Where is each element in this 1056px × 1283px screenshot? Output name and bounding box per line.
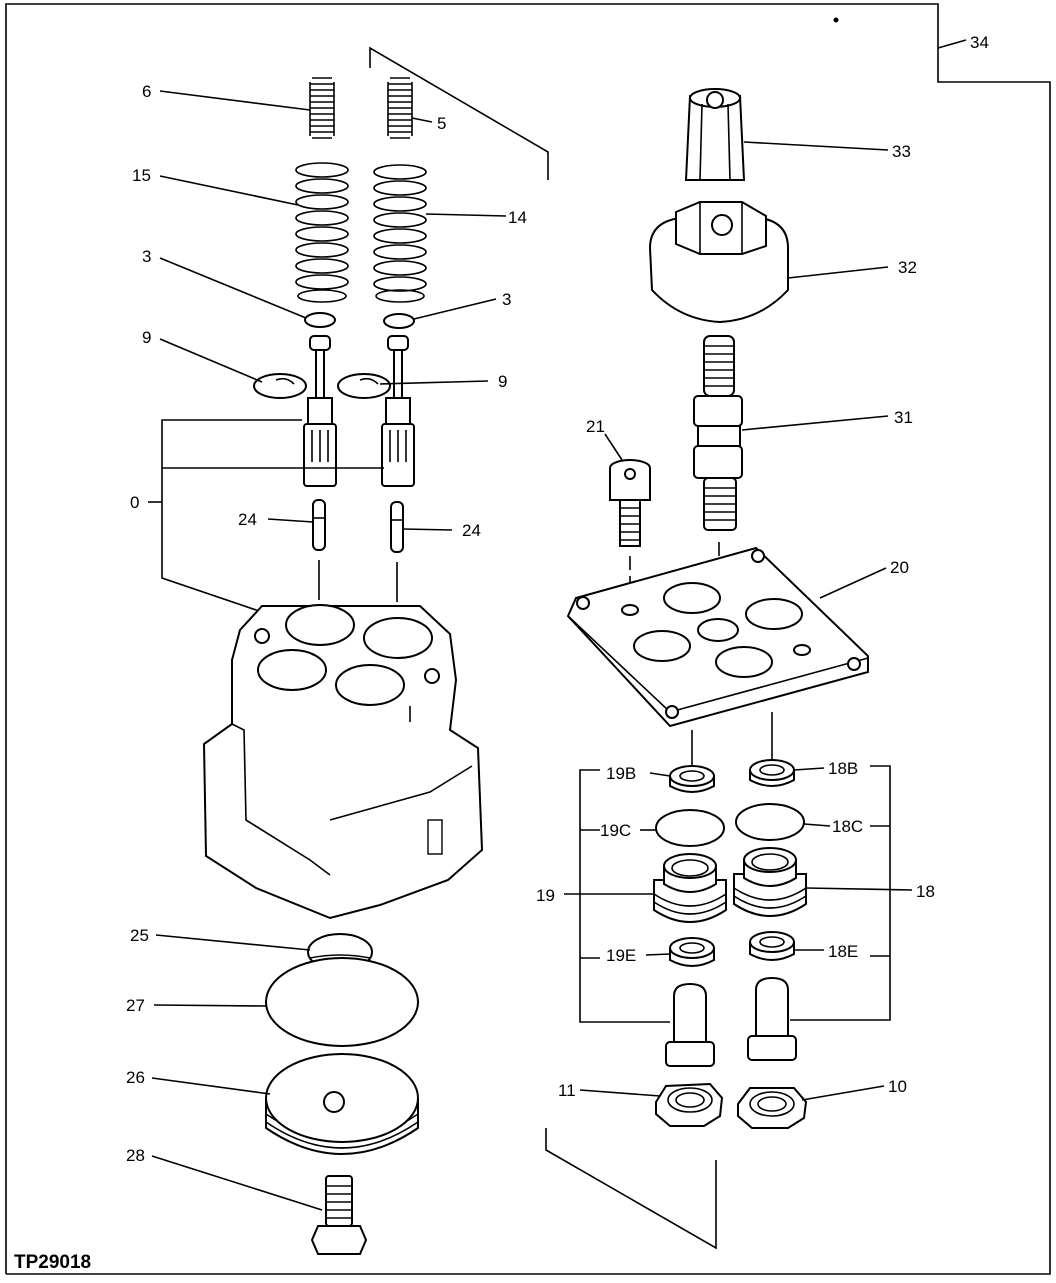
disc-18C xyxy=(735,803,805,841)
sleeve-18 xyxy=(733,847,807,917)
bracket-19-group xyxy=(579,769,670,1023)
coupling-nut-33 xyxy=(684,88,746,181)
ring-19E xyxy=(669,937,715,967)
callout-21: 21 xyxy=(586,417,605,436)
callout-19: 19 xyxy=(536,886,555,905)
callout-11: 11 xyxy=(558,1081,576,1100)
ring-19B xyxy=(669,765,715,793)
callout-19E: 19E xyxy=(606,946,636,965)
callout-25: 25 xyxy=(130,926,149,945)
spool-left xyxy=(303,335,337,487)
pin-24-right xyxy=(390,501,404,553)
disc-19C xyxy=(655,809,725,847)
large-spring-14 xyxy=(373,164,427,303)
ring-18E xyxy=(749,931,795,961)
callout-6: 6 xyxy=(142,82,151,101)
bracket-bottom xyxy=(545,1128,717,1250)
callout-32: 32 xyxy=(898,258,917,277)
spool-right xyxy=(381,335,415,487)
clip-9-right xyxy=(337,373,391,399)
callout-27: 27 xyxy=(126,996,145,1015)
plate-20 xyxy=(566,546,869,728)
callout-18E: 18E xyxy=(828,942,858,961)
callout-26: 26 xyxy=(126,1068,145,1087)
nut-10 xyxy=(737,1087,808,1129)
callout-14: 14 xyxy=(508,208,527,227)
callout-15: 15 xyxy=(132,166,151,185)
clip-9-left xyxy=(253,373,307,399)
bracket-18-group xyxy=(790,765,891,1021)
washer-3-left xyxy=(304,312,336,328)
callout-labels: 34 6 5 15 14 3 3 9 9 0 24 24 25 27 26 28… xyxy=(126,33,989,1165)
ring-18B xyxy=(749,759,795,787)
bracket-top xyxy=(369,46,549,180)
piston-right xyxy=(747,976,797,1061)
callout-9-left: 9 xyxy=(142,328,151,347)
leader-lines xyxy=(148,39,967,1211)
cap-screw-21 xyxy=(609,459,651,547)
callout-9-right: 9 xyxy=(498,372,507,391)
nut-11 xyxy=(655,1082,724,1127)
universal-joint-31 xyxy=(693,335,743,531)
valve-body xyxy=(202,604,484,920)
small-spring-5 xyxy=(387,77,413,139)
o-ring-27 xyxy=(265,957,419,1047)
pin-24-left xyxy=(312,499,326,551)
diagram-frame xyxy=(5,3,1051,1275)
callout-24-right: 24 xyxy=(462,521,481,540)
figure-id: TP29018 xyxy=(14,1252,91,1273)
callout-3-right: 3 xyxy=(502,290,511,309)
callout-34: 34 xyxy=(970,33,989,52)
small-spring-6 xyxy=(309,77,335,139)
plug-26 xyxy=(265,1053,419,1155)
callout-18: 18 xyxy=(916,882,935,901)
callout-10: 10 xyxy=(888,1077,907,1096)
bolt-28 xyxy=(310,1175,368,1255)
callout-19B: 19B xyxy=(606,764,636,783)
callout-28: 28 xyxy=(126,1146,145,1165)
callout-0: 0 xyxy=(130,493,139,512)
large-spring-15 xyxy=(295,162,349,303)
callout-33: 33 xyxy=(892,142,911,161)
washer-3-right xyxy=(383,313,415,329)
callout-20: 20 xyxy=(890,558,909,577)
callout-31: 31 xyxy=(894,408,913,427)
cam-plate-32 xyxy=(648,201,789,324)
callout-19C: 19C xyxy=(600,821,631,840)
callout-5: 5 xyxy=(437,114,446,133)
sleeve-19 xyxy=(653,853,727,923)
callout-18B: 18B xyxy=(828,759,858,778)
callout-24-left: 24 xyxy=(238,510,257,529)
piston-left xyxy=(665,982,715,1067)
bracket-0 xyxy=(161,419,384,613)
callout-3-left: 3 xyxy=(142,247,151,266)
callout-18C: 18C xyxy=(832,817,863,836)
